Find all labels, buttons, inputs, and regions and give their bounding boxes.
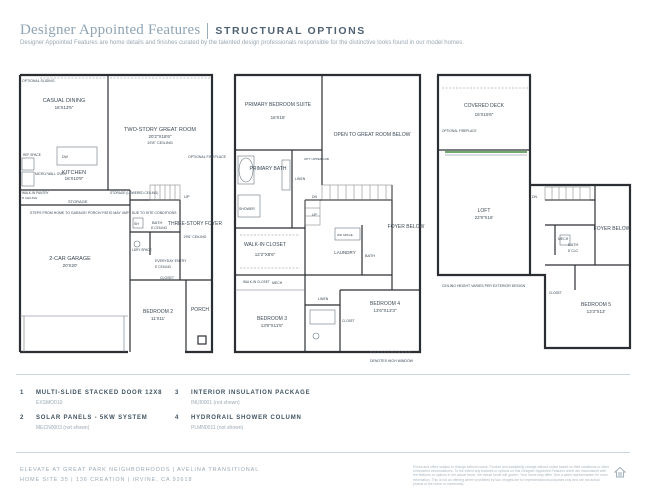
svg-text:LDRY SPACE: LDRY SPACE: [132, 248, 152, 252]
svg-text:20'2"X18'6": 20'2"X18'6": [149, 134, 172, 139]
footer-address: HOME SITE 35 | 136 CREATION | IRVINE, CA…: [20, 477, 193, 483]
svg-text:DN: DN: [532, 195, 538, 199]
label-foyer: THREE-STORY FOYER: [168, 221, 223, 227]
label-bedroom-5: BEDROOM 5: [581, 302, 611, 308]
label-bedroom-4: BEDROOM 4: [370, 301, 400, 307]
svg-text:WALK-IN PANTRY: WALK-IN PANTRY: [22, 191, 50, 195]
svg-text:BATH: BATH: [152, 220, 162, 225]
label-primary-bath: PRIMARY BATH: [250, 166, 287, 172]
second-floor-plan: PRIMARY BEDROOM SUITE 16'X15' PRIMARY BA…: [233, 73, 425, 363]
divider-bottom: [16, 452, 630, 453]
page-title: Designer Appointed Features: [20, 22, 201, 38]
svg-text:BATH: BATH: [365, 253, 375, 258]
svg-text:20'X20': 20'X20': [63, 263, 78, 268]
svg-text:OPTIONAL SLIDING: OPTIONAL SLIDING: [22, 79, 55, 83]
third-floor-plan: COVERED DECK 16'X15'6" OPTIONAL FIREPLAC…: [436, 73, 632, 350]
svg-text:LINEN: LINEN: [295, 177, 306, 181]
first-floor-outline: [20, 73, 214, 354]
svg-text:16'X10'9": 16'X10'9": [65, 176, 84, 181]
svg-text:MECH: MECH: [272, 281, 283, 285]
title-divider: [207, 22, 209, 39]
kitchen-island: [56, 146, 98, 166]
label-covered-deck: COVERED DECK: [464, 103, 505, 109]
svg-text:8' CEILING: 8' CEILING: [22, 196, 38, 200]
svg-text:16'X15': 16'X15': [271, 115, 286, 120]
svg-text:CLOSET: CLOSET: [160, 276, 175, 280]
label-bedroom-3: BEDROOM 3: [257, 316, 287, 322]
shower: [237, 194, 261, 218]
divider-top: [16, 374, 630, 375]
page-header: Designer Appointed Features STRUCTURAL O…: [20, 22, 366, 39]
third-floor-lower-outline: [530, 183, 632, 350]
svg-text:8' CEILING: 8' CEILING: [155, 265, 172, 269]
svg-text:MECH: MECH: [558, 237, 569, 241]
svg-text:13'9"X11'5": 13'9"X11'5": [261, 323, 284, 328]
svg-text:CEILING HEIGHT VARIES PER EXTE: CEILING HEIGHT VARIES PER EXTERIOR DESIG…: [442, 284, 526, 288]
svg-text:SH: SH: [134, 222, 139, 226]
second-floor-stairs: [304, 184, 393, 226]
svg-text:EVERYDAY ENTRY: EVERYDAY ENTRY: [155, 259, 187, 263]
label-garage: 2-CAR GARAGE: [49, 256, 91, 262]
third-floor-stairs: [544, 186, 591, 201]
svg-text:DENOTES HIGH WINDOW: DENOTES HIGH WINDOW: [370, 359, 414, 363]
svg-text:DN: DN: [312, 195, 318, 199]
svg-text:WD SPACE: WD SPACE: [337, 233, 353, 237]
svg-text:UP: UP: [184, 194, 190, 199]
svg-text:13'3"X13': 13'3"X13': [587, 309, 606, 314]
label-loft: LOFT: [478, 208, 491, 214]
svg-text:WALK-IN CLOSET: WALK-IN CLOSET: [243, 280, 270, 284]
label-casual-dining: CASUAL DINING: [43, 98, 86, 104]
label-porch: PORCH: [191, 307, 209, 313]
footer-community: ELEVATE AT GREAT PARK NEIGHBORHOODS | AV…: [20, 467, 260, 473]
svg-text:STORAGE (LOWERED CEILING): STORAGE (LOWERED CEILING): [110, 191, 158, 195]
svg-text:CLOSET: CLOSET: [549, 291, 562, 295]
label-primary-suite: PRIMARY BEDROOM SUITE: [245, 102, 312, 108]
label-foyer-below-3: FOYER BELOW: [594, 226, 631, 232]
svg-text:STORAGE: STORAGE: [68, 199, 88, 204]
svg-text:16'X15'6": 16'X15'6": [475, 112, 494, 117]
equal-housing-logo-icon: [614, 466, 626, 478]
svg-text:OPT. UPPER CAB: OPT. UPPER CAB: [304, 157, 329, 161]
svg-text:MICRO/ WALL OVEN: MICRO/ WALL OVEN: [35, 172, 66, 176]
svg-text:OPTIONAL FIREPLACE: OPTIONAL FIREPLACE: [188, 155, 227, 159]
svg-text:STEPS FROM HOME TO GARAGE/ POR: STEPS FROM HOME TO GARAGE/ PORCH/ PATIO …: [30, 211, 177, 215]
svg-text:SHOWER: SHOWER: [239, 207, 255, 211]
second-floor-outline: [233, 73, 422, 354]
label-kitchen: KITCHEN: [62, 170, 86, 176]
svg-text:11'X11': 11'X11': [151, 316, 165, 321]
label-bedroom-2: BEDROOM 2: [143, 309, 173, 315]
svg-text:8' CLG: 8' CLG: [568, 249, 578, 253]
floor-plans: CASUAL DINING 16'X13'5" TWO-STORY GREAT …: [18, 73, 632, 363]
svg-text:22'9"X16': 22'9"X16': [475, 215, 494, 220]
svg-text:BATH: BATH: [568, 242, 578, 247]
label-open-great-room: OPEN TO GREAT ROOM BELOW: [334, 132, 411, 138]
svg-text:LINEN: LINEN: [318, 297, 329, 301]
footer-disclaimer: Prices and offers subject to change with…: [413, 465, 609, 486]
svg-text:DW: DW: [62, 155, 69, 159]
svg-text:UP: UP: [312, 213, 318, 217]
label-walkin-closet: WALK-IN CLOSET: [244, 242, 286, 248]
first-floor-stairs: [149, 184, 181, 201]
page-subtitle: STRUCTURAL OPTIONS: [215, 24, 366, 37]
svg-text:16'X13'5": 16'X13'5": [55, 105, 74, 110]
svg-text:12'2"X8'6": 12'2"X8'6": [255, 252, 276, 257]
svg-text:8' CEILING: 8' CEILING: [151, 226, 168, 230]
svg-text:REF SPACE: REF SPACE: [23, 153, 41, 157]
svg-text:OPTIONAL FIREPLACE: OPTIONAL FIREPLACE: [442, 129, 477, 133]
bathtub: [238, 157, 254, 183]
first-floor-plan: CASUAL DINING 16'X13'5" TWO-STORY GREAT …: [18, 73, 227, 354]
page-description: Designer Appointed Features are home det…: [20, 40, 464, 46]
svg-text:29'6" CEILING: 29'6" CEILING: [184, 235, 207, 239]
label-great-room: TWO-STORY GREAT ROOM: [124, 127, 196, 133]
svg-text:CLOSET: CLOSET: [342, 319, 355, 323]
label-foyer-below: FOYER BELOW: [388, 224, 425, 230]
svg-text:13'6"X13'3": 13'6"X13'3": [374, 308, 397, 313]
svg-text:19'8" CEILING: 19'8" CEILING: [147, 140, 173, 145]
label-laundry: LAUNDRY: [334, 250, 355, 255]
